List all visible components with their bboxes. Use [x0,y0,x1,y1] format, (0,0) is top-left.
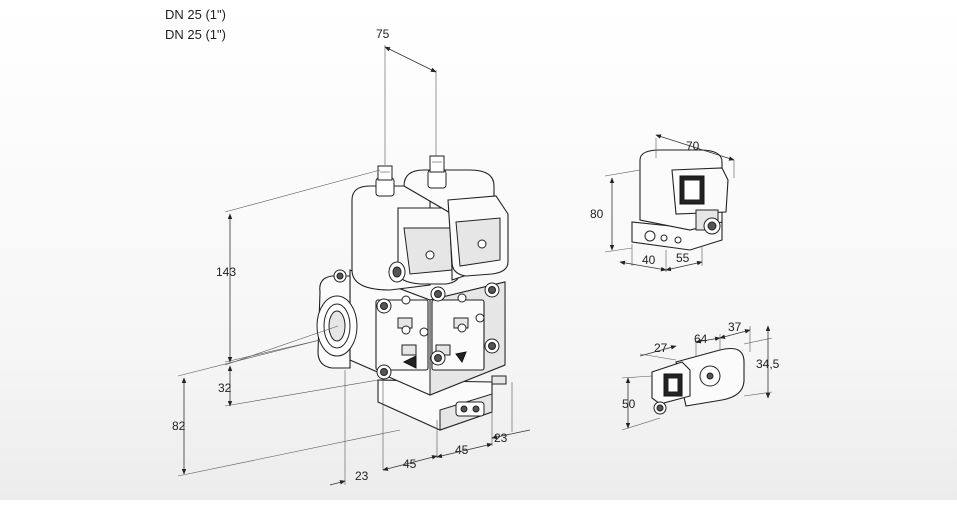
dim-bottom-offset-right: 23 [494,431,508,445]
top-right-view [604,134,735,272]
dim-tr-depth-1: 40 [642,253,656,267]
dim-tr-depth-2: 55 [676,251,690,265]
screws [333,269,500,380]
title-line-1: DN 25 (1") [165,7,226,22]
dim-br-width-a: 27 [654,341,668,355]
dim-height-total: 143 [216,265,236,279]
bottom-right-view [621,325,773,431]
dim-br-width-c: 37 [728,320,742,334]
title-line-2: DN 25 (1") [165,27,226,42]
dim-tr-height: 80 [590,207,604,221]
dim-bottom-offset-left: 23 [355,469,369,483]
main-valve-assembly [177,45,531,486]
dim-br-width-b: 64 [694,332,708,346]
dim-bottom-spacing-2: 45 [455,443,469,457]
dim-bottom-spacing-1: 45 [403,457,417,471]
dim-tr-width: 70 [686,139,700,153]
dim-br-height-b: 50 [622,397,636,411]
dim-height-inlet: 32 [218,381,232,395]
dim-br-height-a: 34,5 [756,357,780,371]
dim-height-base: 82 [172,419,186,433]
dim-top-width: 75 [376,27,390,41]
